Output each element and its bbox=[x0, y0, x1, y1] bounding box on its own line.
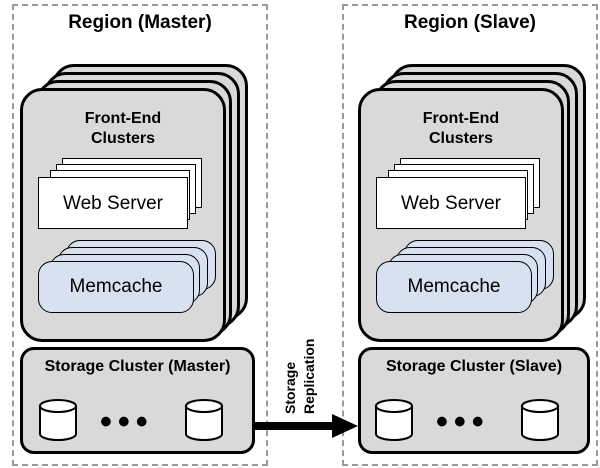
region-slave-title: Region (Slave) bbox=[404, 12, 536, 33]
region-master: Region (Master) bbox=[12, 4, 268, 466]
region-slave: Region (Slave) bbox=[342, 4, 598, 466]
replication-label-line2: Replication bbox=[301, 338, 317, 414]
region-master-title: Region (Master) bbox=[68, 12, 212, 33]
web-server-master: Web Server bbox=[38, 177, 188, 229]
replication-label-line1: Storage bbox=[282, 361, 298, 414]
memcache-label: Memcache bbox=[69, 276, 163, 297]
storage-cluster-title: Storage Cluster (Slave) bbox=[385, 358, 563, 375]
frontend-title-line2: Clusters bbox=[428, 130, 494, 147]
web-server-label: Web Server bbox=[63, 193, 163, 214]
database-cylinder-icon bbox=[185, 399, 223, 441]
frontend-title-line2: Clusters bbox=[90, 130, 156, 147]
memcache-master: Memcache bbox=[38, 261, 194, 313]
database-cylinder-icon bbox=[39, 399, 77, 441]
database-cylinder-icon bbox=[521, 399, 559, 441]
frontend-title-line1: Front-End bbox=[84, 110, 162, 127]
memcache-slave: Memcache bbox=[376, 261, 532, 313]
memcache-label: Memcache bbox=[407, 276, 501, 297]
database-cylinder-icon bbox=[375, 399, 413, 441]
web-server-label: Web Server bbox=[401, 193, 501, 214]
web-server-slave: Web Server bbox=[376, 177, 526, 229]
frontend-title-line1: Front-End bbox=[422, 110, 500, 127]
storage-cluster-title: Storage Cluster (Master) bbox=[44, 358, 231, 375]
